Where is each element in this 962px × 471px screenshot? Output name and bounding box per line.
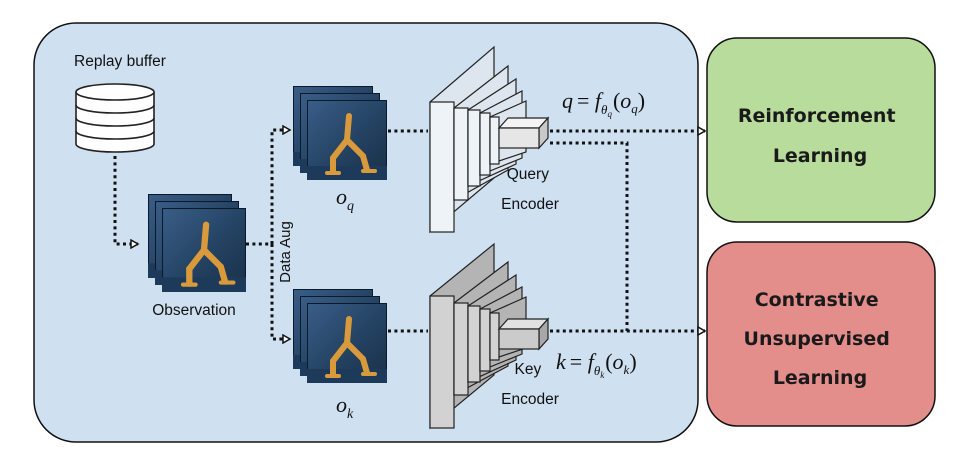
reinforcement-learning-label: Reinforcement Learning <box>738 105 902 167</box>
key-encoder <box>429 242 550 430</box>
database-icon <box>75 83 155 153</box>
contrastive-learning-box <box>706 241 936 427</box>
key-formula: k= fθk(ok) <box>556 349 637 380</box>
observation-label: Observation <box>152 302 236 319</box>
contrastive-learning-label: Contrastive Unsupervised Learning <box>744 289 897 389</box>
data-aug-label: Data Aug <box>277 221 294 283</box>
augmented-key-frames <box>293 289 387 383</box>
key-encoder-label: Key Encoder <box>501 361 559 408</box>
observation-frames <box>148 194 246 292</box>
o-k-label: ok <box>336 392 354 422</box>
o-q-label: oq <box>336 184 354 214</box>
flow-arrows <box>113 130 705 339</box>
query-encoder-label: Query Encoder <box>501 166 559 213</box>
query-encoder <box>429 45 550 234</box>
replay-buffer-label: Replay buffer <box>74 53 166 70</box>
query-formula: q= fθq(oq) <box>562 88 645 119</box>
reinforcement-learning-box <box>706 37 936 223</box>
augmented-query-frames <box>293 86 387 180</box>
